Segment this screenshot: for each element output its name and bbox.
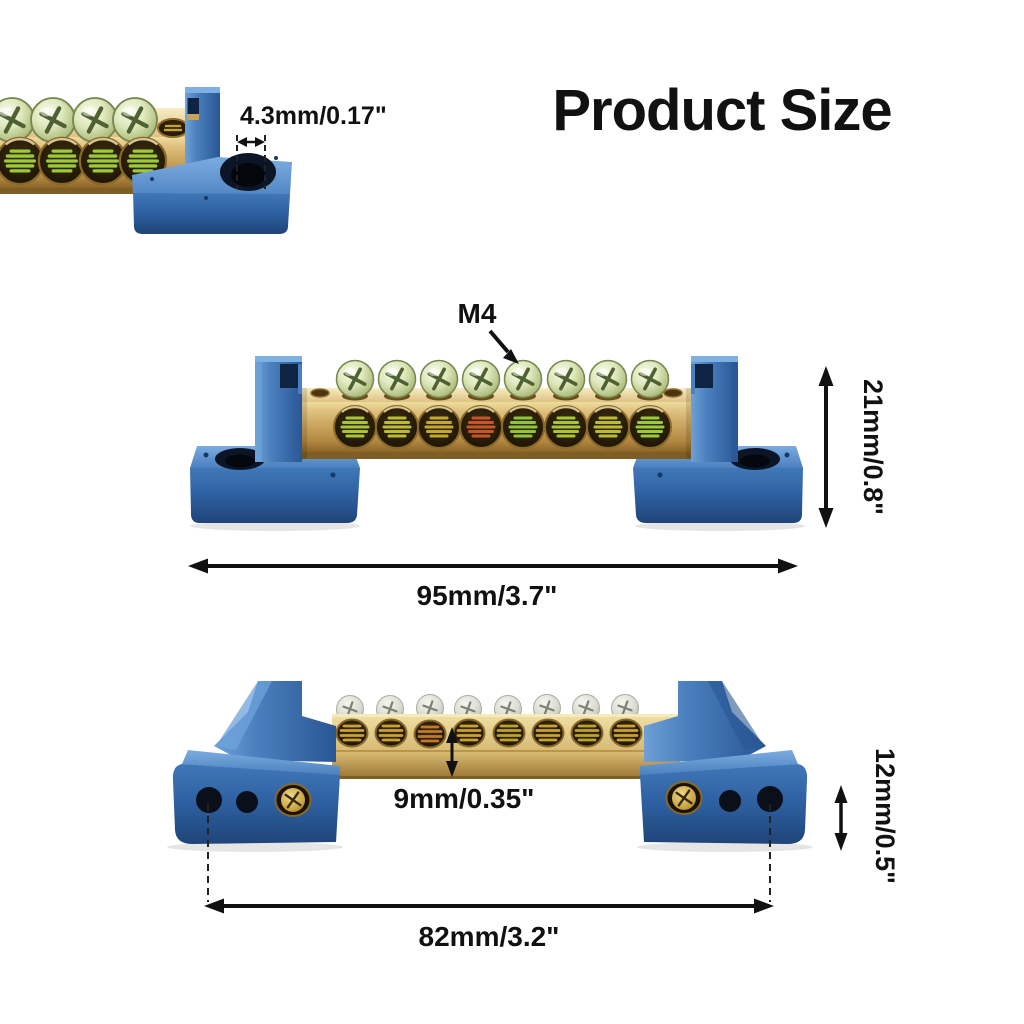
dimension-overall-length: 95mm/3.7" [188, 558, 798, 611]
closeup-top-thread-hole [157, 118, 189, 138]
page-title: Product Size [552, 78, 891, 143]
terminal-screw-icon [545, 358, 587, 400]
front-view [190, 356, 805, 531]
bar-width-label: 9mm/0.35" [394, 783, 535, 814]
terminal-screw-icon [460, 358, 502, 400]
thread-hole-icon [531, 718, 565, 748]
bar-slot-notch [695, 364, 713, 388]
mounting-screw [274, 783, 312, 817]
dimension-overall-height: 21mm/0.8" [818, 366, 888, 528]
terminal-screw-icon [376, 358, 418, 400]
thread-hole-icon [413, 719, 447, 749]
wire-hole-icon [332, 404, 378, 450]
thread-hole-icon [335, 718, 369, 748]
wire-hole-icon [37, 136, 87, 186]
top-right-base [640, 681, 808, 844]
dimension-base-height: 12mm/0.5" [834, 748, 900, 884]
terminal-screw-icon [629, 358, 671, 400]
wire-hole-icon [627, 404, 673, 450]
hole-width-label: 4.3mm/0.17" [240, 102, 387, 130]
dimension-mount-hole-spacing: 82mm/3.2" [204, 804, 774, 952]
wire-hole-icon [543, 404, 589, 450]
overall-height-label: 21mm/0.8" [858, 379, 888, 515]
mounting-hole [236, 791, 258, 813]
closeup-end-block [132, 87, 292, 234]
wire-hole-icon [585, 404, 631, 450]
wire-hole-icon [0, 136, 45, 186]
terminal-screw-icon [418, 358, 460, 400]
base-height-label: 12mm/0.5" [870, 748, 900, 884]
top-left-base [172, 681, 340, 844]
bar-slot-notch [280, 364, 298, 388]
terminal-screw-icon [113, 98, 157, 142]
mounting-hole [196, 787, 222, 813]
wire-hole-icon [416, 404, 462, 450]
dimension-bar-width: 9mm/0.35" [394, 727, 535, 814]
thread-hole-icon [452, 718, 486, 748]
closeup-view: 4.3mm/0.17" [0, 87, 387, 234]
terminal-screw-icon [334, 358, 376, 400]
terminal-screw-icon [587, 358, 629, 400]
label-m4: M4 [458, 298, 519, 364]
wire-hole-icon [500, 404, 546, 450]
front-left-post [255, 356, 302, 462]
m4-label: M4 [458, 298, 497, 329]
thread-hole-icon [374, 718, 408, 748]
terminal-screw-icon [73, 98, 117, 142]
thread-hole-icon [570, 718, 604, 748]
thread-hole-icon [492, 718, 526, 748]
wire-hole-red-icon [458, 404, 504, 450]
mount-hole-spacing-label: 82mm/3.2" [419, 921, 560, 952]
mounting-hole [719, 790, 741, 812]
mounting-screw [665, 781, 703, 815]
front-right-post [691, 356, 738, 462]
terminal-screw-icon [31, 98, 75, 142]
top-view [167, 681, 813, 852]
thread-hole-icon [609, 718, 643, 748]
mounting-hole [757, 786, 783, 812]
overall-length-label: 95mm/3.7" [417, 580, 558, 611]
terminal-screw-icon [0, 98, 34, 142]
terminal-screw-icon [502, 358, 544, 400]
wire-hole-icon [374, 404, 420, 450]
dimension-hole-width: 4.3mm/0.17" [236, 102, 387, 189]
closeup-terminal-screws [0, 98, 157, 142]
m4-arrow [488, 329, 510, 354]
